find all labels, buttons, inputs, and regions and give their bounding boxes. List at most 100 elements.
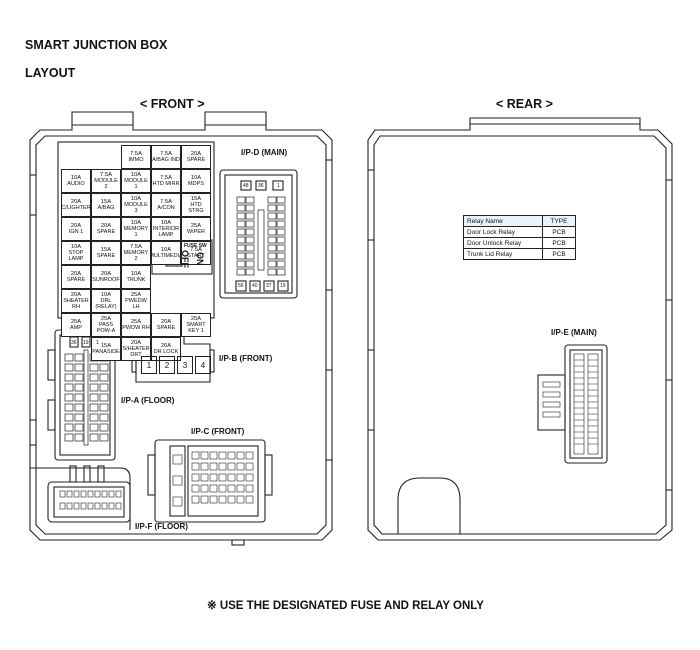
fuse-name: MODULE 1 xyxy=(124,178,148,190)
ip-d-pin-56: 56 xyxy=(238,283,244,289)
fuse-amp: 25A xyxy=(130,319,142,325)
fuse-name: A/BAG IND xyxy=(152,157,180,163)
fuse-amp: 15A xyxy=(190,196,202,202)
relay-name: Trunk Lid Relay xyxy=(463,248,543,260)
fuse-amp: 7.5A xyxy=(130,151,142,157)
fuse-name: DR LOCK xyxy=(153,349,179,355)
fuse-name: SHEATER RH xyxy=(63,298,89,310)
fuse-amp: 25A xyxy=(70,319,82,325)
fuse-amp: 15A xyxy=(100,199,112,205)
fuse-name: SUNROOF xyxy=(92,277,120,283)
fuse-amp: 20A xyxy=(70,271,82,277)
fuse-name: MULTIMEDIA xyxy=(152,253,180,259)
fuse-amp: 20A xyxy=(160,319,172,325)
ip-d-pin-1: 1 xyxy=(277,183,280,189)
fuse-amp: 10A xyxy=(70,244,82,250)
ip-d-connector-drawing xyxy=(219,169,298,299)
fuse-amp: 25A xyxy=(100,316,112,322)
fuse-amp: 7.5A xyxy=(160,151,172,157)
ip-b-pin-1: 1 xyxy=(141,356,157,374)
relay-type-header: TYPE xyxy=(542,215,576,227)
fuse-switch-off: OFF xyxy=(180,250,190,268)
ip-b-label: I/P-B (FRONT) xyxy=(219,354,273,363)
fuse-amp: 10A xyxy=(190,175,202,181)
fuse-cell xyxy=(181,289,211,313)
fuse-name: HTD STRG xyxy=(188,202,204,214)
ip-b-pin-4: 4 xyxy=(195,356,211,374)
fuse-cell: 10AMULTIMEDIA xyxy=(151,241,181,265)
fuse-amp: 7.5A xyxy=(160,175,172,181)
relay-type: PCB xyxy=(542,226,576,238)
fuse-amp: 20A xyxy=(190,151,202,157)
fuse-cell xyxy=(61,145,91,169)
fuse-name: START xyxy=(187,253,205,259)
fuse-name: SPARE xyxy=(96,229,116,235)
fuse-amp: 20A xyxy=(130,340,142,346)
fuse-amp: 7.5A xyxy=(100,172,112,178)
fuse-amp: 10A xyxy=(130,271,142,277)
footer-note: ※ USE THE DESIGNATED FUSE AND RELAY ONLY xyxy=(207,600,484,612)
fuse-name: A/CON xyxy=(157,205,175,211)
relay-name: Door Unlock Relay xyxy=(463,237,543,249)
fuse-name: MEMORY 1 xyxy=(123,226,149,238)
fuse-name: SPARE xyxy=(96,253,116,259)
table-row: Trunk Lid Relay PCB xyxy=(463,248,576,260)
fuse-name: DRL (RELAY) xyxy=(95,298,117,310)
fuse-amp: 20A xyxy=(100,271,112,277)
rear-housing xyxy=(367,117,673,541)
ip-d-pin-19: 19 xyxy=(280,283,286,289)
front-housing xyxy=(29,111,333,546)
relay-table: Relay Name TYPE Door Lock Relay PCB Door… xyxy=(463,215,576,260)
ip-a-label: I/P-A (FLOOR) xyxy=(121,396,175,405)
fuse-name: PWEDW LH xyxy=(125,298,147,310)
relay-name: Door Lock Relay xyxy=(463,226,543,238)
page-subtitle: LAYOUT xyxy=(25,66,76,80)
fuse-amp: 15A xyxy=(100,247,112,253)
fuse-name: C/LIGHTER xyxy=(61,205,91,211)
ip-f-connector-drawing xyxy=(30,465,131,530)
ip-f-label: I/P-F (FLOOR) xyxy=(135,522,188,531)
fuse-switch-title: FUSE SW xyxy=(184,243,207,249)
fuse-name: MEMORY 2 xyxy=(123,250,149,262)
fuse-name: STOP LAMP xyxy=(68,250,84,262)
fuse-amp: 10A xyxy=(160,220,172,226)
ip-e-label: I/P-E (MAIN) xyxy=(551,328,597,337)
fuse-name: INTERIOR LAMP xyxy=(152,226,180,238)
fuse-name: WIPER xyxy=(186,229,206,235)
ip-d-pin-37: 37 xyxy=(266,283,272,289)
ip-c-label: I/P-C (FRONT) xyxy=(191,427,245,436)
fuse-amp: 10A xyxy=(130,196,142,202)
ip-a-pin-19: 19 xyxy=(83,340,89,346)
ip-d-label: I/P-D (MAIN) xyxy=(241,148,288,157)
front-view-label: < FRONT > xyxy=(140,97,205,111)
fuse-cell xyxy=(91,145,121,169)
ip-c-connector-drawing xyxy=(147,439,273,523)
ip-b-pin-row: 1 2 3 4 xyxy=(141,356,211,374)
ip-d-pin-36: 36 xyxy=(258,183,264,189)
ip-d-pin-48: 48 xyxy=(243,183,249,189)
ip-e-connector-drawing xyxy=(537,344,608,464)
fuse-name: PANASIDE xyxy=(92,349,120,355)
ip-d-pin-40: 40 xyxy=(252,283,258,289)
fuse-amp: 20A xyxy=(70,292,82,298)
